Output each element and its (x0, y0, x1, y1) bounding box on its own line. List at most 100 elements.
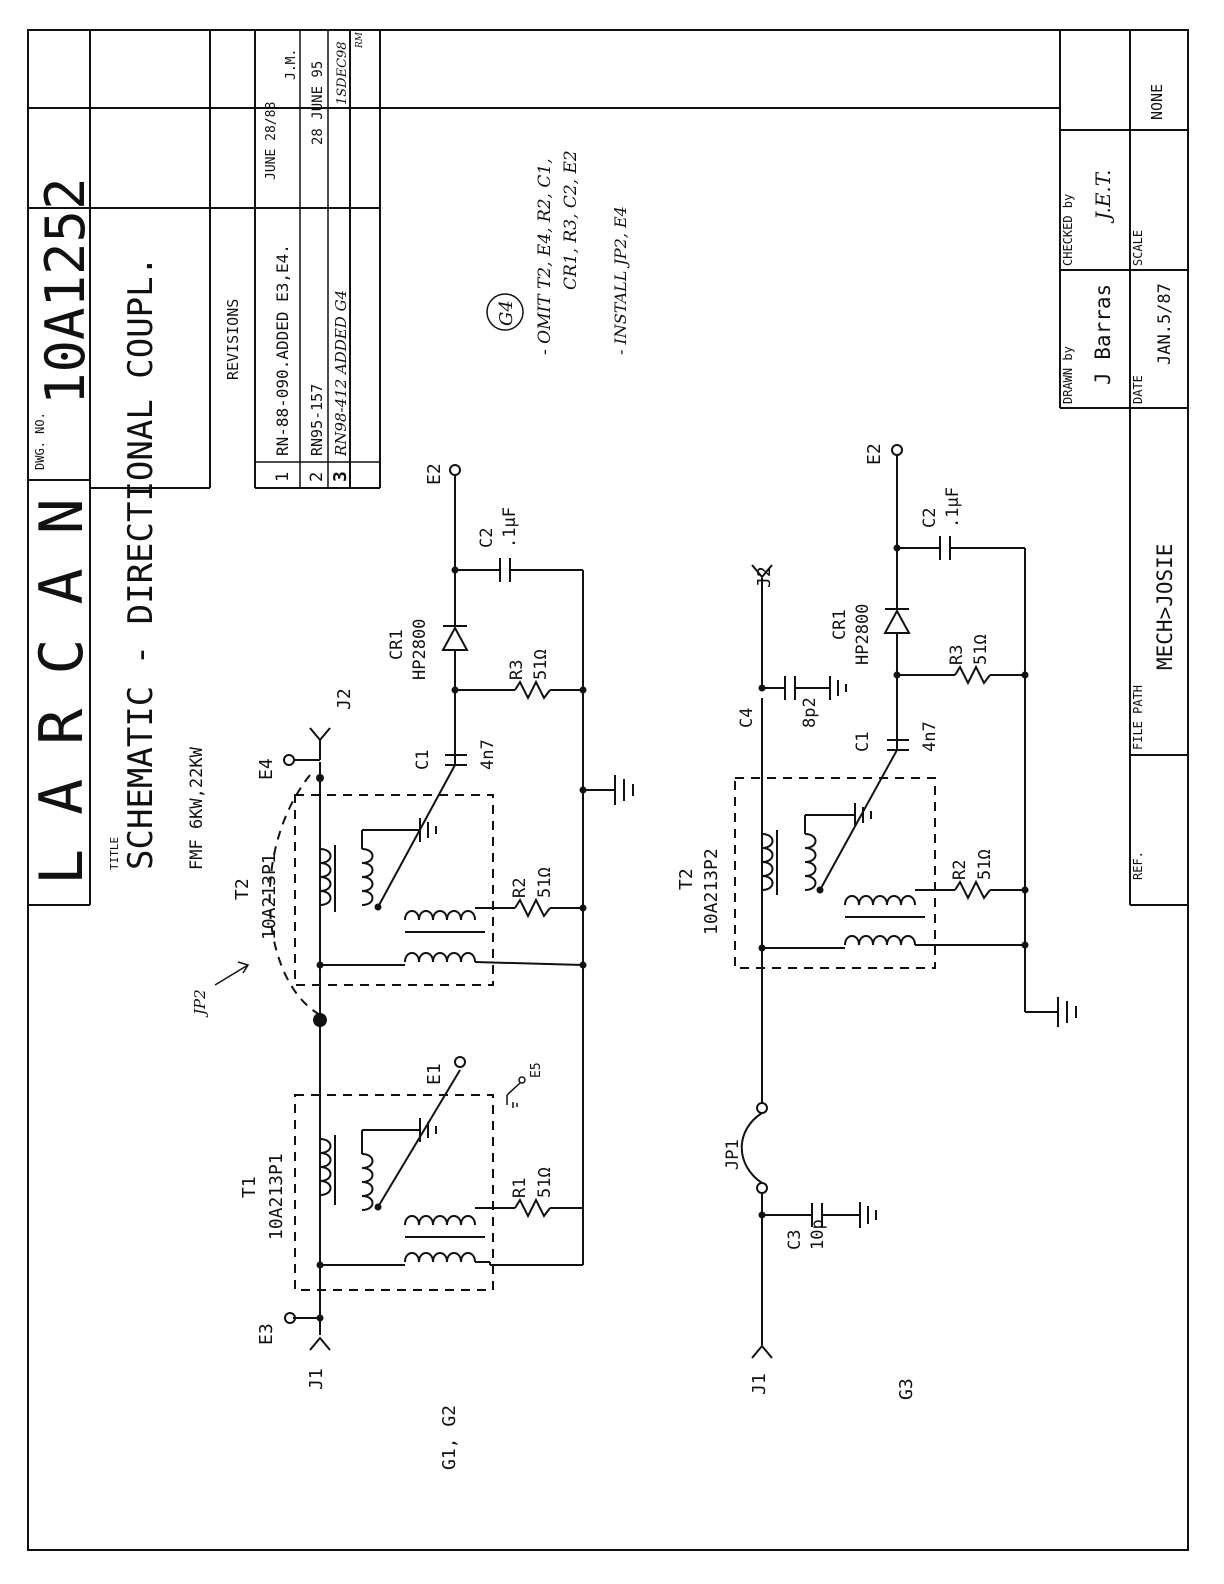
g3-j1-label: J1 (749, 1373, 770, 1395)
approval-block: DRAWN by J Barras CHECKED by J.E.T. DATE… (1059, 30, 1188, 906)
cr1-part: HP2800 (410, 619, 430, 680)
cr1-diode (441, 625, 469, 651)
e4-label: E4 (256, 758, 277, 780)
jp1-jumper (740, 1112, 763, 1184)
revision-2-num: 2 (307, 472, 327, 482)
revision-1-by: J.M. (284, 49, 299, 80)
c2-ref: C2 (477, 528, 497, 548)
g3-e2-terminal (891, 444, 903, 456)
g3-r2-val: 51Ω (975, 849, 995, 880)
dwg-no-label: DWG. NO. (33, 412, 47, 470)
e3-label: E3 (256, 1323, 277, 1345)
r2-val: 51Ω (535, 867, 555, 898)
c1-ref: C1 (413, 750, 433, 770)
jp2-junction (313, 1013, 327, 1027)
j2-connector (309, 727, 331, 742)
g3-r3-ref: R3 (947, 645, 967, 665)
cr1-ref: CR1 (387, 629, 407, 660)
revision-3-num: 3 (330, 471, 351, 482)
circuit-g3: J1 C3 10p JP1 T2 10A213P2 (676, 443, 1077, 1400)
g3-j2-label: J2 (754, 566, 775, 588)
scale-label: SCALE (1131, 230, 1145, 266)
g3-c3-ref: C3 (785, 1230, 805, 1250)
g3-c3-val: 10p (808, 1219, 828, 1250)
g3-e2-label: E2 (864, 443, 885, 465)
company-name: LARCAN (27, 464, 97, 885)
checked-by-label: CHECKED by (1061, 194, 1075, 266)
group-g1-g2-label: G1, G2 (439, 1405, 460, 1470)
j1-label: J1 (306, 1368, 327, 1390)
c2-val: .1µF (500, 507, 520, 548)
g4-tag-circle (486, 293, 524, 331)
revision-1-num: 1 (273, 472, 293, 482)
drawn-by-value: J Barras (1091, 284, 1115, 385)
sheet-border (27, 29, 1189, 1551)
j1-connector (309, 1336, 331, 1351)
scale-value: NONE (1148, 84, 1166, 120)
e4-terminal (283, 754, 295, 766)
drawn-by-label: DRAWN by (1061, 346, 1075, 404)
c1-val: 4n7 (478, 739, 498, 770)
g3-c2-ref: C2 (920, 508, 940, 528)
g3-cr1-ref: CR1 (830, 609, 850, 640)
g3-t2-box (734, 777, 936, 969)
date-value: JAN.5/87 (1155, 283, 1175, 365)
g3-jp1-label: JP1 (723, 1139, 743, 1170)
date-label: DATE (1131, 375, 1145, 404)
dwg-number: 10A1252 (34, 177, 97, 405)
g3-c1-ref: C1 (853, 732, 873, 752)
t2-ref: T2 (232, 878, 253, 900)
jp2-jumper (268, 774, 321, 1016)
checked-by-value: J.E.T. (1091, 169, 1115, 224)
e3-terminal (284, 1312, 296, 1324)
g3-cr1-part: HP2800 (853, 604, 873, 665)
e2-label: E2 (424, 463, 445, 485)
g3-r3-resistor (954, 664, 991, 686)
g3-r2-ref: R2 (950, 860, 970, 880)
g3-c4-ref: C4 (737, 708, 757, 728)
g4-tag: G4 (496, 300, 517, 326)
g3-c1-val: 4n7 (920, 721, 940, 752)
title-label: TITLE (108, 837, 121, 870)
notes: G4 - OMIT T2, E4, R2, C1, CR1, R3, C2, E… (486, 150, 630, 355)
g3-t2-ref: T2 (676, 868, 697, 890)
revision-3-by: RM (355, 31, 365, 49)
r1-resistor (514, 1197, 551, 1219)
ref-label: REF. (1131, 851, 1145, 880)
file-path-value: MECH>JOSIE (1153, 544, 1177, 670)
g3-c2-val: .1µF (943, 487, 963, 528)
revision-1-date: JUNE 28/88 (264, 102, 279, 180)
file-path-label: FILE PATH (1131, 685, 1145, 750)
note-1-line-2: CR1, R3, C2, E2 (561, 150, 581, 290)
page-subtitle: FMF 6KW,22KW (187, 746, 207, 870)
j2-connector-g3 (751, 564, 773, 579)
revision-2-date: 28 JUNE 95 (310, 61, 326, 145)
r1-ref: R1 (510, 1178, 530, 1198)
e1-label: E1 (424, 1063, 445, 1085)
revisions-header: REVISIONS (224, 299, 242, 380)
revision-3-text: RN98-412 ADDED G4 (332, 290, 350, 457)
g3-r2-resistor (954, 879, 991, 901)
revision-2-text: RN95-157 (308, 384, 326, 456)
g3-c4-val: 8p2 (800, 697, 820, 728)
revision-3-date: 1SDEC98 (335, 41, 350, 105)
g3-t2-part: 10A213P2 (701, 848, 722, 935)
g3-r3-val: 51Ω (971, 634, 991, 665)
t1-ref: T1 (239, 1176, 260, 1198)
e5-label: E5 (529, 1062, 544, 1078)
r2-ref: R2 (510, 878, 530, 898)
r3-val: 51Ω (531, 649, 551, 680)
t2-box (294, 794, 494, 986)
jp2-label: JP2 (191, 989, 209, 1018)
circuit-g1-g2: J1 E3 T1 10A213P1 E1 R1 (191, 463, 634, 1470)
revision-1-text: RN-88-090.ADDED E3,E4. (273, 244, 292, 456)
t1-part: 10A213P1 (266, 1153, 287, 1240)
r3-resistor (514, 679, 551, 701)
t1-box (294, 1094, 494, 1291)
g3-cr1-diode (883, 608, 911, 634)
note-1-line-1: - OMIT T2, E4, R2, C1, (535, 158, 555, 355)
title-block: LARCAN DWG. NO. 10A1252 TITLE SCHEMATIC … (27, 30, 1060, 906)
j1-connector-g3 (751, 1344, 773, 1359)
page-title: SCHEMATIC - DIRECTIONAL COUPL. (121, 256, 161, 870)
